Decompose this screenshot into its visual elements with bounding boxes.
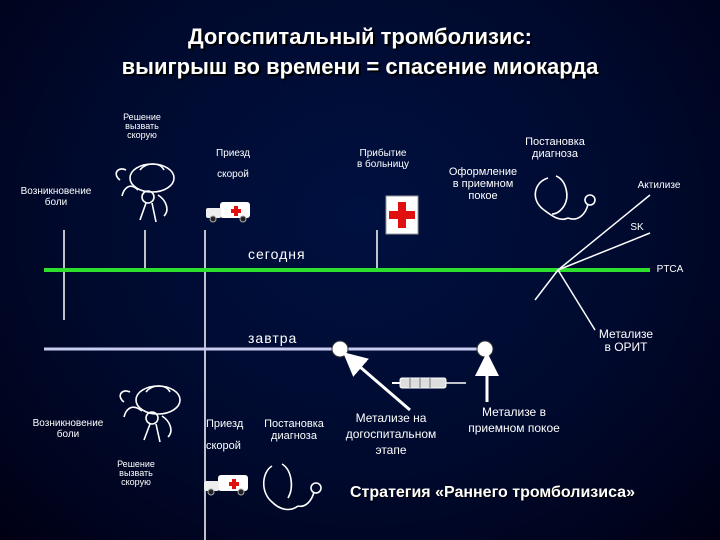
page-title: Догоспитальный тромболизис: выигрыш во в… xyxy=(0,22,720,82)
today-sk-label: SK xyxy=(630,222,644,233)
tomorrow-metalyse-prehospital-label: Метализе на догоспитальном этапе xyxy=(345,411,437,457)
tomorrow-diagnosis-label: Постановка диагноза xyxy=(264,418,324,442)
today-pain-onset-label: Возникновение боли xyxy=(20,186,92,208)
stethoscope-icon xyxy=(534,175,596,221)
fan-left xyxy=(534,269,559,301)
today-arrival-ambulance-label: Приезд скорой xyxy=(216,148,250,180)
today-diagnosis-label: Постановка диагноза xyxy=(525,136,585,160)
today-ptca-label: PTCA xyxy=(656,264,684,275)
today-activase-label: Актилизе xyxy=(637,180,681,191)
today-admission-label: Оформление в приемном покое xyxy=(448,166,518,202)
ambulance-icon xyxy=(206,202,250,223)
title-line-1: Догоспитальный тромболизис: xyxy=(187,24,533,49)
fan-activase xyxy=(557,194,651,271)
ambulance-icon xyxy=(204,475,248,496)
today-arrival-hospital-label: Прибытие в больницу xyxy=(356,148,410,170)
red-cross-icon xyxy=(385,195,419,235)
person-pain-icon xyxy=(119,385,181,443)
dot-prehospital xyxy=(331,340,349,358)
tomorrow-arrival-ambulance-label: Приезд скорой xyxy=(206,418,244,452)
tomorrow-metalyse-icu-label: Метализе в ОРИТ xyxy=(598,327,654,354)
tomorrow-pain-onset-label: Возникновение боли xyxy=(32,418,104,440)
today-label: сегодня xyxy=(248,246,306,262)
person-pain-icon xyxy=(115,163,175,223)
tomorrow-label: завтра xyxy=(248,330,298,346)
arrow-prehospital xyxy=(342,352,411,412)
fan-sk xyxy=(557,232,651,271)
tomorrow-decision-label: Решение вызвать скорую xyxy=(117,459,155,487)
fan-down xyxy=(557,269,596,331)
tomorrow-metalyse-er-label: Метализе в приемном покое xyxy=(468,405,560,435)
strategy-caption: Стратегия «Раннего тромболизиса» xyxy=(350,484,635,501)
stethoscope-icon xyxy=(262,463,322,511)
today-decision-label: Решение вызвать скорую xyxy=(123,112,161,140)
title-line-2: выигрыш во времени = спасение миокарда xyxy=(121,54,599,79)
dot-er xyxy=(476,340,494,358)
syringe-icon xyxy=(392,377,466,389)
